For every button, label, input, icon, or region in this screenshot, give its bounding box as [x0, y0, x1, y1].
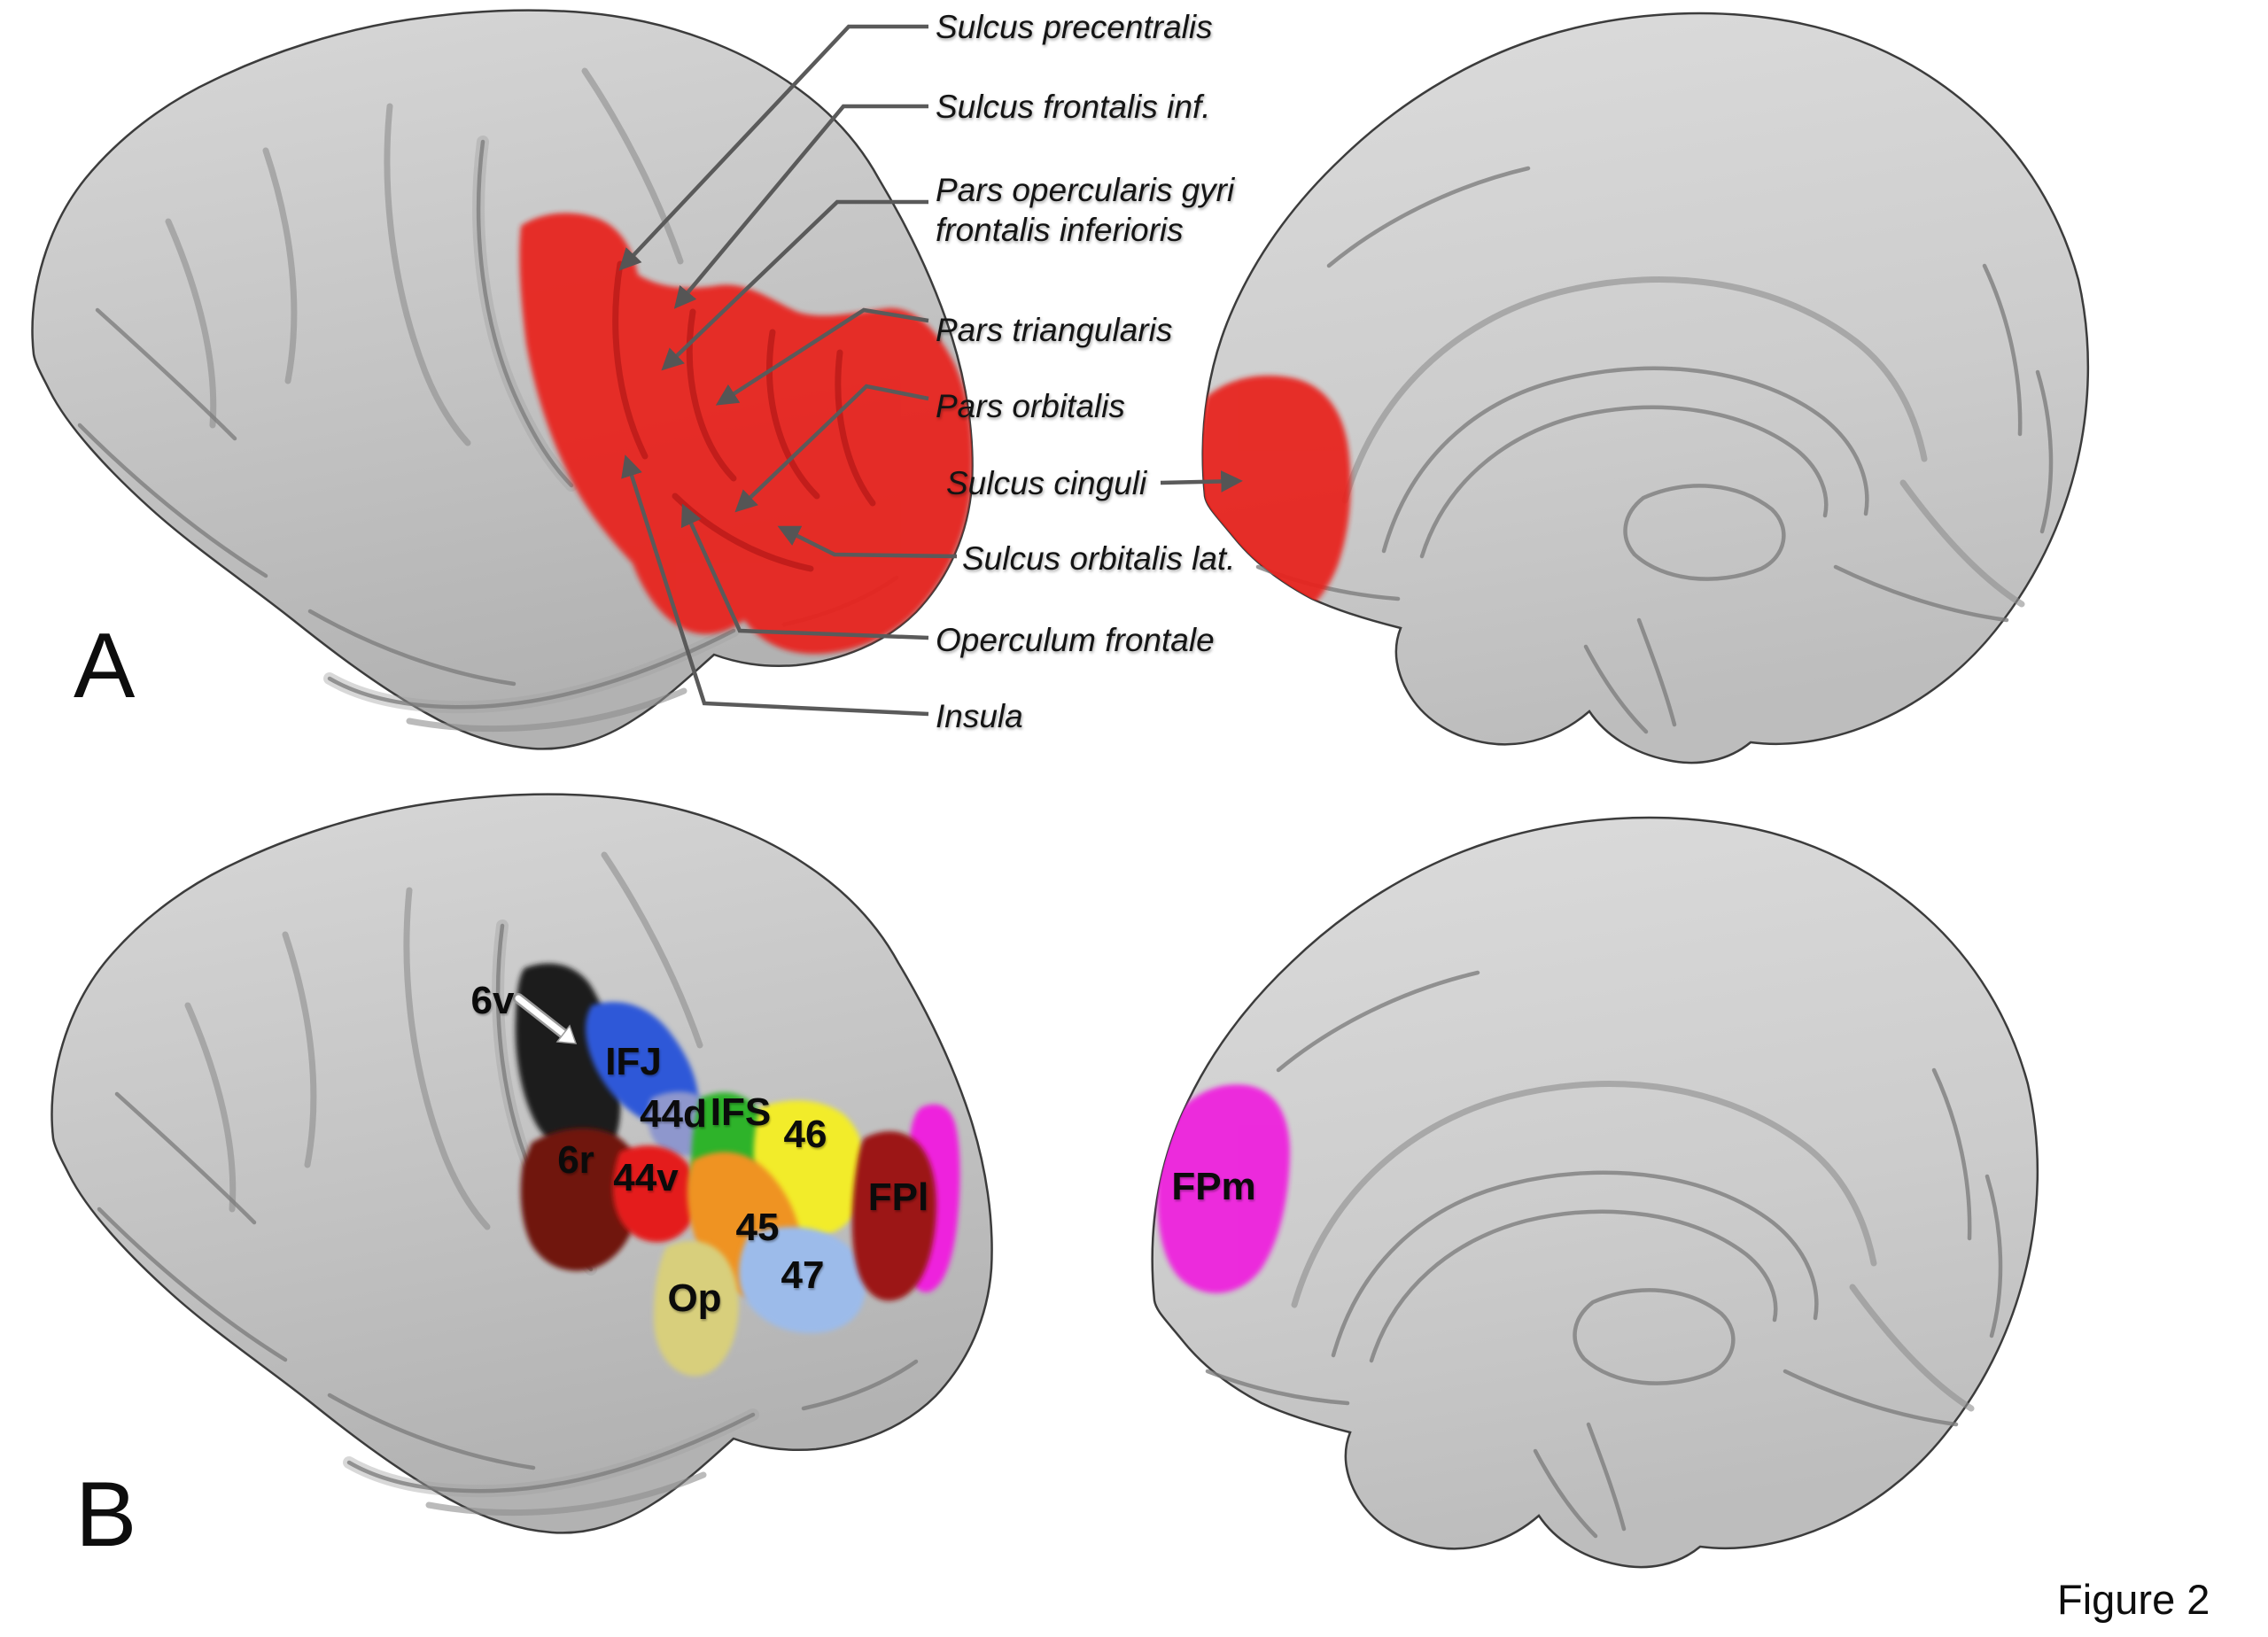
leader-lines	[618, 24, 1243, 717]
region-44v	[612, 1145, 698, 1243]
region-fpm-medial	[1157, 1084, 1290, 1293]
brain-b-lateral	[50, 793, 993, 1534]
6v-arrow	[513, 993, 578, 1044]
region-6r	[520, 1128, 641, 1271]
panel-a-letter: A	[74, 615, 136, 718]
label-insula: Insula	[936, 698, 1023, 734]
brain-b-medial	[1151, 816, 2039, 1569]
panel-b-letter: B	[75, 1463, 137, 1566]
sulci-in-red	[612, 260, 876, 572]
parcellation-regions	[515, 963, 960, 1377]
region-label-ifj: IFJ	[605, 1040, 662, 1083]
brain-a-medial	[1201, 12, 2090, 764]
region-label-44v: 44v	[613, 1156, 679, 1199]
label-sulcus-cinguli: Sulcus cinguli	[946, 465, 1147, 501]
label-sulcus-orbitalis-lat: Sulcus orbitalis lat.	[962, 540, 1236, 577]
region-label-44d: 44d	[640, 1092, 707, 1136]
region-label-45: 45	[735, 1206, 780, 1249]
figure-caption: Figure 2	[2057, 1576, 2210, 1623]
region-fpl	[851, 1131, 936, 1301]
label-operculum-frontale: Operculum frontale	[936, 622, 1215, 658]
region-label-47: 47	[781, 1253, 825, 1297]
label-pars-opercularis: Pars opercularis gyri frontalis inferior…	[936, 172, 1235, 249]
region-label-op: Op	[667, 1276, 722, 1320]
region-47	[739, 1226, 866, 1333]
region-label-ifs: IFS	[710, 1090, 772, 1134]
region-label-6r: 6r	[557, 1138, 594, 1182]
label-pars-orbitalis: Pars orbitalis	[936, 388, 1125, 424]
region-label-fpm: FPm	[1171, 1165, 1256, 1208]
highlight-region-ifg-red	[519, 213, 973, 655]
region-label-fpl: FPl	[867, 1175, 929, 1219]
label-sulcus-frontalis-inf: Sulcus frontalis inf.	[936, 89, 1211, 125]
brain-a-lateral	[31, 9, 974, 750]
region-label-6v: 6v	[470, 979, 515, 1022]
label-sulcus-precentralis: Sulcus precentralis	[936, 9, 1213, 45]
label-pars-triangularis: Pars triangularis	[936, 312, 1173, 348]
region-op	[654, 1240, 739, 1377]
region-label-46: 46	[783, 1113, 827, 1156]
